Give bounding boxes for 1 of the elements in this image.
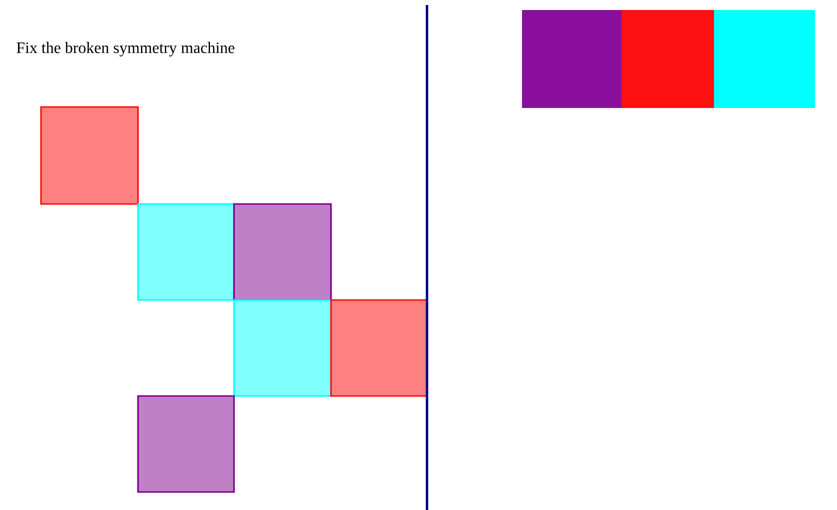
title: Fix the broken symmetry machine (16, 42, 234, 56)
